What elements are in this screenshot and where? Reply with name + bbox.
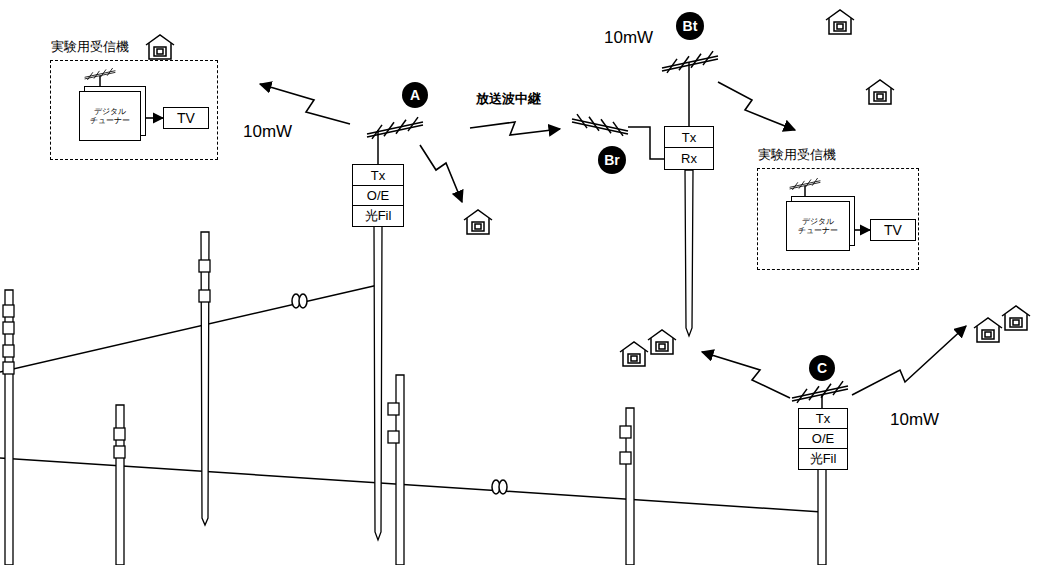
pole-fitting (114, 446, 125, 458)
pole-fitting (3, 322, 14, 334)
frame-heading: 実験用受信機 (51, 38, 129, 56)
tuner-box: デジタル チューナー (79, 91, 141, 141)
node-text: Tx (816, 411, 830, 426)
pole-fitting (3, 345, 14, 357)
antenna-mast (804, 186, 806, 200)
pole-fitting (620, 426, 631, 438)
pole-fitting (199, 260, 210, 272)
antenna-mast (688, 62, 690, 126)
tv-box: TV (870, 219, 916, 241)
equipment-box: O/E (798, 428, 848, 449)
signal-arrow (141, 117, 163, 119)
yagi-antenna (367, 117, 423, 139)
node-text: TV (884, 222, 902, 238)
utility-pole (374, 226, 382, 540)
yagi-antenna (790, 178, 821, 190)
station-marker: A (402, 82, 428, 108)
radio-waves (260, 82, 966, 398)
pole-fitting (388, 403, 399, 415)
power-label: 10mW (243, 122, 292, 142)
pole-fitting (3, 362, 14, 374)
node-text: O/E (812, 431, 834, 446)
radio-wave-arrow (852, 326, 966, 395)
station-marker: C (809, 355, 835, 381)
house-icon (866, 80, 894, 104)
node-text: TV (177, 110, 195, 126)
yagi-antenna (572, 114, 628, 136)
node-text: Bt (683, 18, 698, 34)
utility-pole (685, 170, 693, 336)
node-text: O/E (367, 188, 389, 203)
pole-fitting (620, 452, 631, 464)
yagi-antenna (792, 381, 848, 403)
utility-pole (818, 468, 826, 565)
coil-loop (299, 294, 307, 308)
receiver-frame: デジタル チューナーTV実験用受信機 (757, 168, 919, 270)
antenna-masts (100, 62, 822, 408)
equipment-box: Tx (664, 126, 714, 148)
equipment-box: 光Fil (798, 448, 848, 470)
radio-wave-arrow (260, 84, 350, 124)
equipment-box: Rx (664, 147, 714, 170)
radio-wave-arrow (470, 122, 560, 135)
house-icon (464, 210, 492, 234)
pole-fitting (388, 431, 399, 443)
cable-line (0, 285, 378, 372)
radio-wave-arrow (702, 352, 790, 398)
node-text: 光Fil (810, 450, 837, 468)
node-text: デジタル チューナー (793, 217, 843, 235)
node-text: Tx (682, 130, 696, 145)
coil-loop (499, 480, 507, 494)
house-icon (648, 330, 676, 354)
node-text: Rx (681, 151, 697, 166)
feed-wire (628, 127, 664, 159)
radio-wave-arrow (718, 82, 795, 130)
pole-fitting (114, 428, 125, 440)
equipment-box: Tx (798, 408, 848, 429)
node-text: A (410, 87, 420, 103)
yagi-antenna (662, 51, 718, 73)
receiver-frame: デジタル チューナーTV実験用受信機 (50, 60, 218, 160)
house-icon (974, 318, 1002, 342)
equipment-box: Tx (352, 164, 404, 186)
antenna-mast (99, 76, 101, 90)
utility-pole (201, 232, 209, 525)
house-icon (620, 342, 648, 366)
relay-label: 放送波中継 (476, 90, 541, 108)
station-marker: Bt (676, 12, 704, 40)
node-text: Tx (371, 168, 385, 183)
power-label: 10mW (890, 410, 939, 430)
equipment-box: O/E (352, 185, 404, 206)
signal-arrow (850, 229, 870, 231)
tv-box: TV (163, 107, 209, 129)
tuner-box: デジタル チューナー (786, 201, 850, 251)
power-label: 10mW (604, 28, 653, 48)
house-icon (146, 35, 174, 59)
radio-wave-arrow (420, 145, 462, 202)
node-text: 光Fil (365, 207, 392, 225)
utility-poles (3, 170, 826, 565)
frame-heading: 実験用受信機 (758, 146, 836, 164)
equipment-box: 光Fil (352, 205, 404, 227)
house-icon (826, 10, 854, 34)
node-text: Br (604, 152, 620, 168)
node-text: C (817, 360, 827, 376)
pole-fitting (199, 290, 210, 302)
yagi-antenna (85, 68, 116, 80)
pole-fitting (3, 305, 14, 317)
house-icon (1002, 306, 1030, 330)
node-text: デジタル チューナー (85, 107, 135, 125)
station-marker: Br (598, 146, 626, 174)
